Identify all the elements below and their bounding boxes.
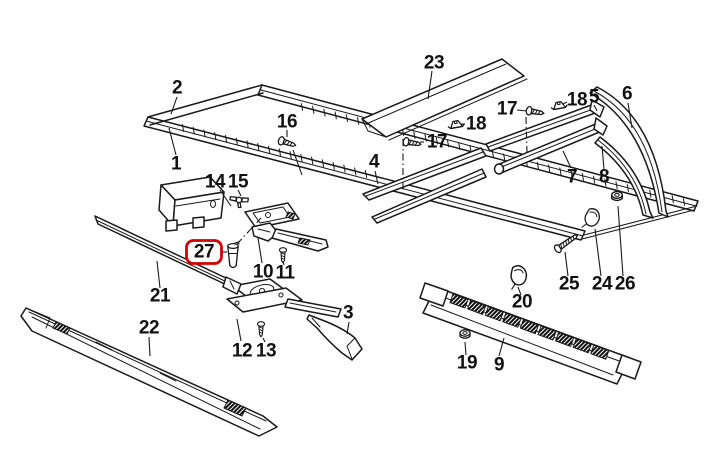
leader-line	[517, 286, 522, 296]
part-label-3[interactable]: 3	[343, 303, 354, 324]
clip-nut-18-left-icon	[447, 119, 465, 130]
part-label-26[interactable]: 26	[615, 274, 636, 295]
screw-13-icon	[256, 321, 266, 338]
leader-line	[170, 96, 178, 115]
leader-line	[594, 228, 602, 277]
leader-line	[562, 150, 572, 169]
part-label-14[interactable]: 14	[205, 172, 227, 193]
leader-line	[564, 251, 569, 277]
screw-17-right-icon	[525, 105, 545, 116]
screw-17-left-icon	[402, 136, 422, 147]
part-label-17b[interactable]: 17	[497, 99, 518, 120]
part-label-13[interactable]: 13	[256, 341, 277, 362]
part-6-curved-molding	[589, 86, 669, 218]
push-nut-19-icon	[459, 329, 471, 339]
part-10-mechanism	[244, 202, 329, 252]
part-label-24[interactable]: 24	[592, 274, 614, 295]
part-23-wind-deflector	[361, 58, 528, 141]
leader-line	[498, 337, 505, 357]
cap-clip-24-icon	[581, 208, 601, 228]
part-22-sill-molding	[20, 307, 278, 437]
leader-line	[346, 321, 350, 335]
part-8-curved-molding	[594, 136, 654, 219]
part-label-12[interactable]: 12	[232, 341, 253, 362]
leader-line	[374, 170, 379, 185]
part-label-4[interactable]: 4	[369, 152, 381, 173]
part-label-10[interactable]: 10	[253, 262, 274, 283]
grate-holes	[449, 293, 610, 360]
part-label-7[interactable]: 7	[567, 167, 578, 188]
cap-clip-20-icon	[510, 265, 528, 290]
screw-25-icon	[553, 234, 579, 254]
part-label-23[interactable]: 23	[424, 53, 445, 74]
part-3-corner-piece	[306, 314, 363, 361]
part-12-bracket	[226, 278, 342, 318]
leader-line	[601, 145, 605, 170]
leader-line	[516, 109, 528, 112]
leader-line	[562, 101, 568, 105]
part-label-9[interactable]: 9	[494, 355, 505, 376]
wing-bolt-15-icon	[229, 196, 249, 209]
leader-line	[593, 104, 598, 112]
leader-line	[627, 102, 633, 129]
part-9-tread-grate	[419, 282, 642, 385]
leader-line	[156, 260, 161, 289]
part-label-18b[interactable]: 18	[567, 90, 588, 111]
part-label-17a[interactable]: 17	[427, 132, 448, 153]
leader-line	[292, 149, 303, 176]
leader-line	[525, 116, 528, 155]
part-label-5[interactable]: 5	[589, 87, 601, 108]
part-21-rail	[94, 215, 242, 295]
screw-11-icon	[278, 247, 288, 264]
part-5-rail	[485, 99, 605, 152]
leader-line	[219, 189, 232, 207]
part-label-1[interactable]: 1	[171, 154, 183, 175]
screw-16-icon	[277, 136, 297, 147]
leader-line	[464, 341, 467, 356]
part-label-11[interactable]: 11	[275, 263, 296, 284]
part-label-20[interactable]: 20	[512, 292, 533, 313]
guide-pin-27-icon	[227, 241, 240, 269]
part-label-2[interactable]: 2	[172, 78, 183, 99]
leader-line	[427, 70, 433, 100]
leader-line	[148, 336, 151, 357]
hardware-layer	[227, 100, 623, 339]
leader-line	[262, 337, 266, 343]
leader-line	[168, 127, 177, 156]
seal-strip-hatching	[181, 103, 686, 206]
leader-line	[257, 237, 263, 264]
part-label-18a[interactable]: 18	[466, 114, 487, 135]
part-14-bracket	[158, 176, 225, 232]
part-7-rail	[493, 117, 608, 175]
leader-line	[236, 318, 242, 342]
part-label-16[interactable]: 16	[277, 112, 298, 133]
part-label-19[interactable]: 19	[457, 353, 478, 374]
leader-line	[617, 205, 624, 277]
leader-line	[237, 189, 242, 197]
hex-nut-26-icon	[611, 190, 623, 202]
part-label-22[interactable]: 22	[139, 318, 160, 339]
part-label-8[interactable]: 8	[599, 167, 610, 188]
clip-nut-18-right-icon	[550, 100, 568, 111]
part-label-25[interactable]: 25	[559, 274, 581, 295]
part-label-15[interactable]: 15	[228, 172, 250, 193]
part-label-27[interactable]: 27	[194, 242, 215, 263]
leader-line	[236, 217, 262, 245]
parts-layer	[20, 58, 699, 437]
part-label-21[interactable]: 21	[150, 286, 172, 307]
highlight-box-part-27	[185, 239, 223, 265]
part-4-rail	[362, 147, 487, 224]
part-label-6[interactable]: 6	[622, 84, 633, 105]
